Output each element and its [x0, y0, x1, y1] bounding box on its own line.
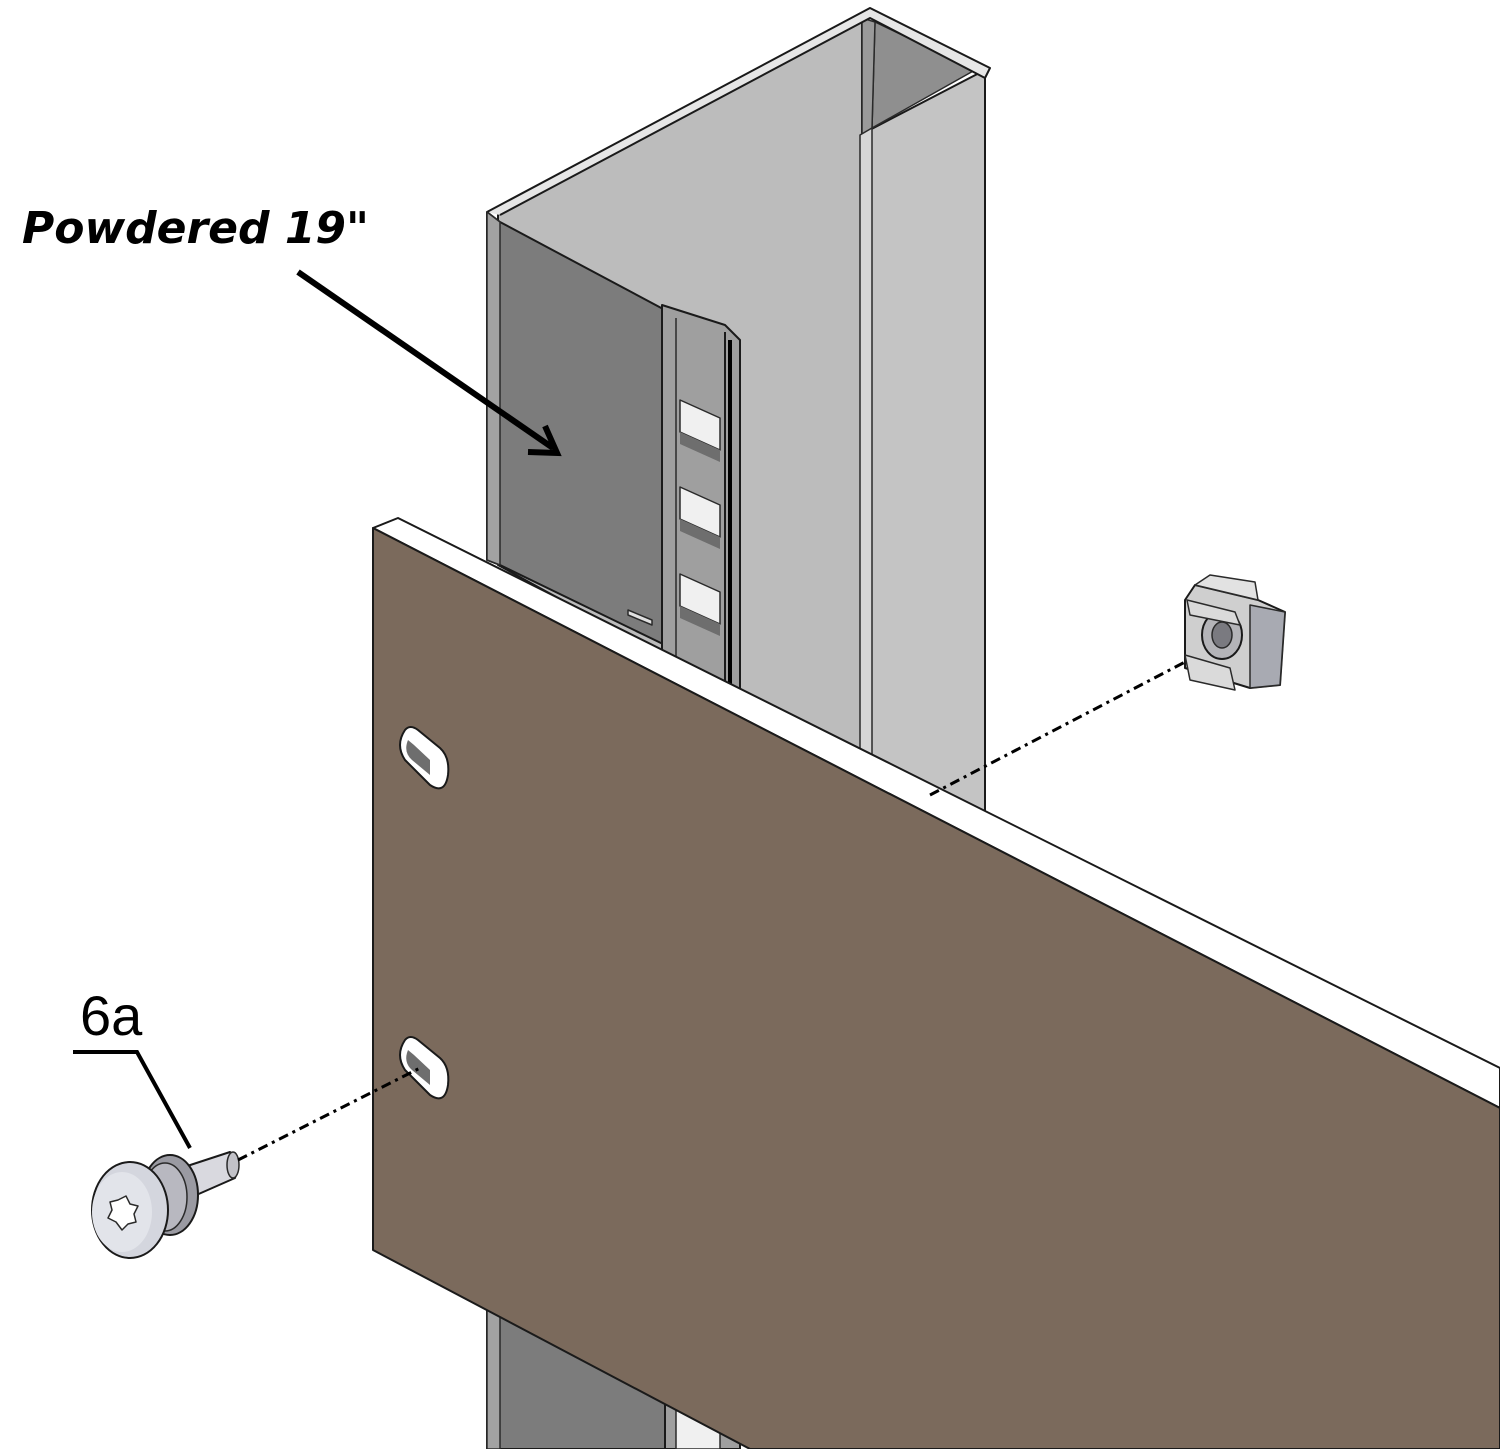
hole-lower-inner	[406, 1050, 430, 1085]
cage-nut-clip-top	[1186, 599, 1241, 626]
rail-top-rim	[486, 7, 991, 216]
rail-right-flange	[859, 127, 873, 771]
part-label-leader	[73, 1050, 192, 1149]
torx-recess	[107, 1195, 139, 1231]
rail-label: Powdered 19"	[22, 203, 369, 254]
rail-right-face	[859, 69, 986, 831]
screw-icon	[91, 1151, 240, 1259]
cage-nut-top	[1194, 574, 1259, 601]
rail-left-edge	[486, 211, 501, 566]
rail-slot-shadows	[680, 432, 720, 636]
assembly-line-screw	[237, 1066, 421, 1162]
rail-slot-shadow	[680, 606, 720, 636]
rack-rail	[486, 7, 991, 831]
panel-face	[372, 527, 1500, 1449]
rail-slot-shadow	[680, 432, 720, 462]
cage-nut-icon	[1184, 574, 1286, 691]
front-panel	[372, 517, 1500, 1449]
rail-label-arrow	[296, 269, 562, 457]
panel-hole-lower	[399, 1036, 450, 1100]
rail-slots	[679, 399, 721, 625]
cage-nut-side	[1249, 604, 1286, 689]
panel-hole-upper	[399, 726, 450, 790]
rail-slot-shadow	[680, 519, 720, 549]
cage-nut-clip	[1184, 654, 1236, 691]
rail-mark	[627, 609, 653, 626]
rail-lower-left-edge	[486, 1299, 501, 1449]
hole-upper-inner	[406, 740, 430, 775]
part-label: 6a	[80, 984, 143, 1047]
assembly-line-cage-nut	[929, 660, 1186, 797]
